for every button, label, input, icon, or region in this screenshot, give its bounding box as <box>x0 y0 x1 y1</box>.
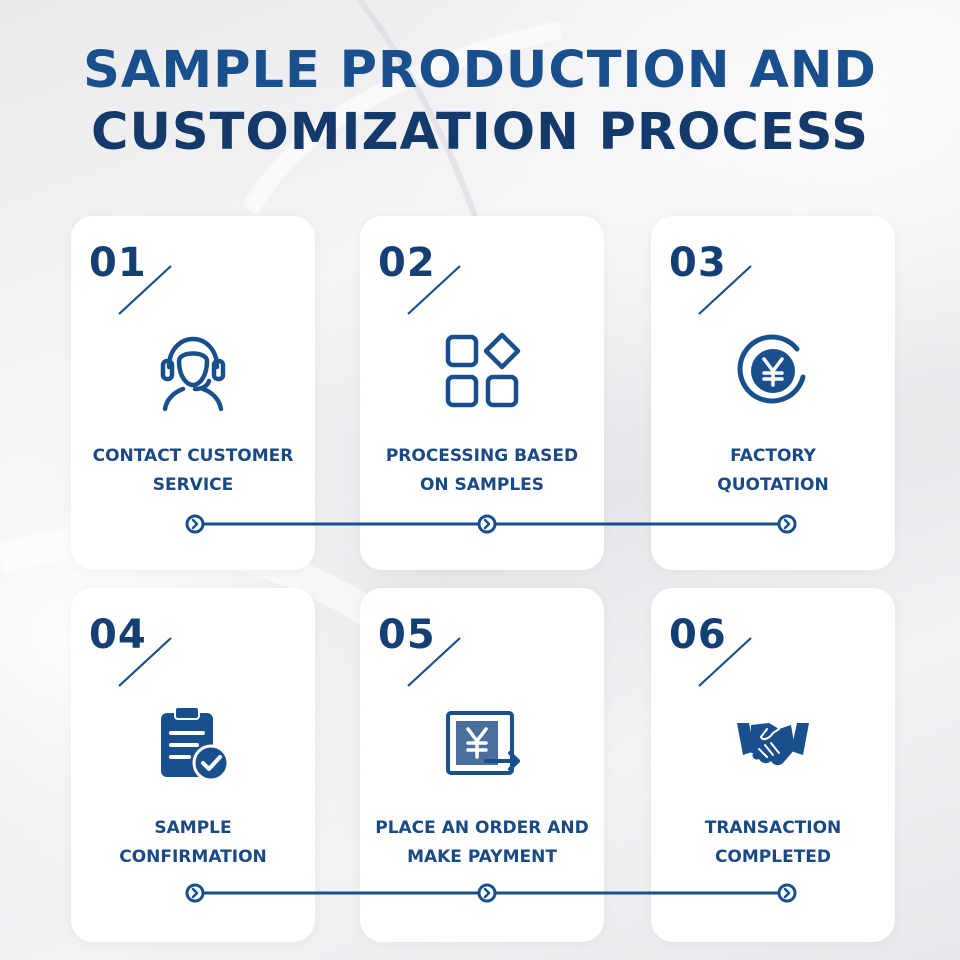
step-card-05: 05 PLACE AN ORDER AND MAKE PAYMENT <box>360 588 604 942</box>
step-label-line-1: FACTORY <box>730 446 816 466</box>
step-label-line-1: CONTACT CUSTOMER <box>92 446 294 466</box>
step-number: 01 <box>89 240 147 286</box>
step-label-line-1: SAMPLE <box>154 818 232 838</box>
step-label-line-1: PLACE AN ORDER AND <box>375 818 589 838</box>
step-card-04: 04 SAMPLE CONFIRMATION <box>71 588 315 942</box>
step-label: FACTORY QUOTATION <box>651 442 895 500</box>
step-number: 03 <box>669 240 727 286</box>
step-card-06: 06 TRANSACTION COMPLETED <box>651 588 895 942</box>
clipboard-check-icon <box>161 706 230 782</box>
step-label-line-2: COMPLETED <box>714 847 832 867</box>
headset-agent-icon <box>160 336 226 411</box>
step-label-line-1: PROCESSING BASED <box>385 446 579 466</box>
title-line-1: SAMPLE PRODUCTION AND <box>83 41 877 100</box>
flow-arrow-node-icon <box>185 514 797 534</box>
step-number: 06 <box>669 612 727 658</box>
step-label: PROCESSING BASED ON SAMPLES <box>360 442 604 500</box>
step-label-line-2: MAKE PAYMENT <box>407 847 557 867</box>
step-label-line-2: SERVICE <box>152 475 234 495</box>
step-label: PLACE AN ORDER AND MAKE PAYMENT <box>360 814 604 872</box>
page-title: SAMPLE PRODUCTION AND CUSTOMIZATION PROC… <box>0 40 960 164</box>
flow-arrow-node-icon <box>185 883 797 903</box>
title-line-2: CUSTOMIZATION PROCESS <box>91 103 869 162</box>
step-number: 04 <box>89 612 147 658</box>
apps-grid-icon <box>445 332 521 408</box>
step-number: 02 <box>378 240 436 286</box>
divider-slash <box>118 637 172 687</box>
step-label-line-2: ON SAMPLES <box>419 475 545 495</box>
step-number: 05 <box>378 612 436 658</box>
step-card-01: 01 CONTACT CUSTOMER SERVICE <box>71 216 315 570</box>
yen-coin-icon <box>737 334 806 404</box>
flow-connector-row-1 <box>185 514 797 534</box>
divider-slash <box>698 637 752 687</box>
flow-connector-row-2 <box>185 883 797 903</box>
divider-slash <box>118 265 172 315</box>
step-label-line-1: TRANSACTION <box>704 818 842 838</box>
step-label: SAMPLE CONFIRMATION <box>71 814 315 872</box>
step-label-line-2: QUOTATION <box>717 475 829 495</box>
yen-payment-icon <box>446 711 520 775</box>
step-card-03: 03 FACTORY QUOTATION <box>651 216 895 570</box>
step-label: TRANSACTION COMPLETED <box>651 814 895 872</box>
divider-slash <box>407 265 461 315</box>
step-label-line-2: CONFIRMATION <box>119 847 267 867</box>
divider-slash <box>698 265 752 315</box>
step-card-02: 02 PROCESSING BASED ON SAMPLES <box>360 216 604 570</box>
handshake-icon <box>737 723 809 766</box>
divider-slash <box>407 637 461 687</box>
step-label: CONTACT CUSTOMER SERVICE <box>71 442 315 500</box>
